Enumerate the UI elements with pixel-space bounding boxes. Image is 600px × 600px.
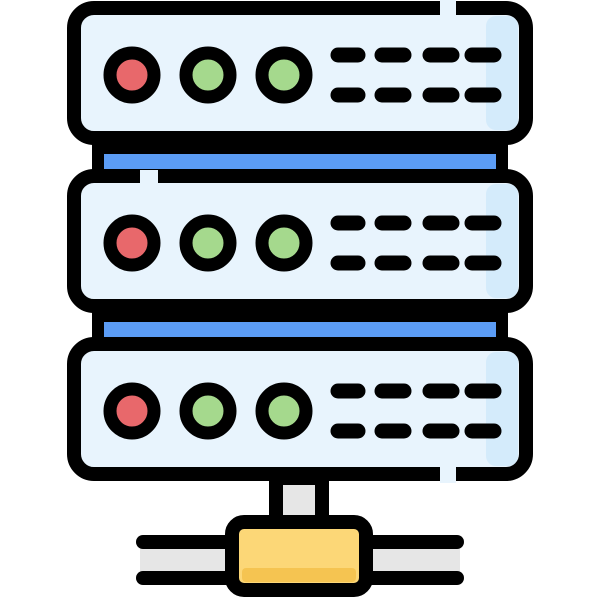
status-led-red-icon <box>103 382 161 440</box>
status-led-green-icon <box>255 46 313 104</box>
server-unit-bottom-highlight <box>486 352 518 466</box>
status-led-green-icon <box>179 382 237 440</box>
status-led-red-icon <box>103 214 161 272</box>
status-led-green-icon <box>179 46 237 104</box>
status-led-red-icon <box>103 46 161 104</box>
outline-gap-top <box>440 0 456 16</box>
network-switch-shade <box>242 568 356 582</box>
outline-gap-bottom <box>440 467 456 483</box>
status-led-green-icon <box>255 382 313 440</box>
outline-gap-middle <box>140 170 158 184</box>
status-led-green-icon <box>179 214 237 272</box>
status-led-green-icon <box>255 214 313 272</box>
server-unit-middle-highlight <box>486 184 518 298</box>
server-unit-top-highlight <box>486 16 518 130</box>
